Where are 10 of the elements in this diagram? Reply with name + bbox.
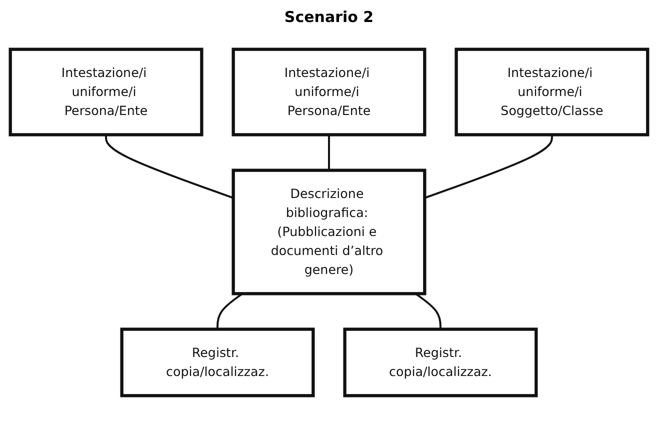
node-box: Intestazione/i uniforme/i Soggetto/Classe <box>454 47 650 136</box>
node-box: Intestazione/i uniforme/i Persona/Ente <box>8 47 204 136</box>
node-box: Registr. copia/localizzaz. <box>120 327 315 397</box>
connector <box>424 134 553 198</box>
diagram-title: Scenario 2 <box>283 8 375 28</box>
node-box: Descrizione bibliografica: (Pubblicazioni e documenti d’altro genere) <box>232 168 426 295</box>
connector <box>105 134 234 198</box>
node-box: Registr. copia/localizzaz. <box>343 327 538 397</box>
connector <box>328 134 330 170</box>
node-box: Intestazione/i uniforme/i Persona/Ente <box>232 47 426 136</box>
